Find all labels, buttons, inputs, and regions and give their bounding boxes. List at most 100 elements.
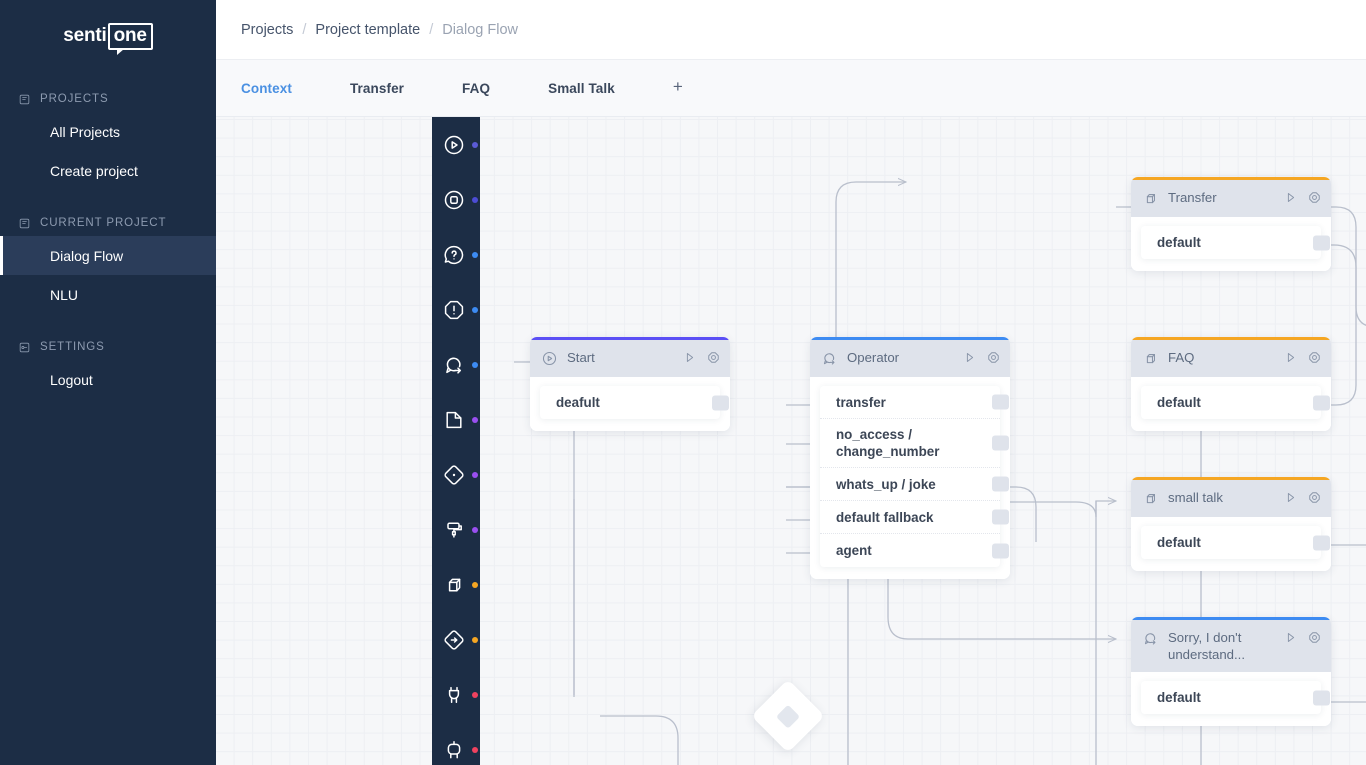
breadcrumb-item-projects[interactable]: Projects bbox=[241, 21, 294, 38]
sidebar-section-label: SETTINGS bbox=[40, 341, 105, 353]
node-body: default bbox=[1131, 517, 1331, 571]
play-triangle-icon[interactable] bbox=[1283, 350, 1298, 365]
palette-robot[interactable] bbox=[432, 722, 480, 765]
palette-status-dot bbox=[472, 196, 478, 203]
node-output-handle[interactable] bbox=[1313, 395, 1330, 410]
node-output-handle[interactable] bbox=[1313, 690, 1330, 705]
node-row[interactable]: no_access / change_number bbox=[820, 419, 1009, 468]
node-title: FAQ bbox=[1168, 350, 1195, 365]
node-row[interactable]: default bbox=[1141, 226, 1330, 259]
node-header[interactable]: Transfer bbox=[1131, 180, 1331, 217]
node-header[interactable]: FAQ bbox=[1131, 340, 1331, 377]
breadcrumb-item-project-template[interactable]: Project template bbox=[315, 21, 421, 38]
node-output-handle[interactable] bbox=[992, 394, 1009, 410]
palette-status-dot bbox=[472, 251, 478, 258]
node-row[interactable]: default bbox=[1141, 681, 1330, 714]
node-row[interactable]: default fallback bbox=[820, 501, 1009, 534]
node-output-handle[interactable] bbox=[992, 435, 1009, 451]
palette-diamond-arrow[interactable] bbox=[432, 612, 480, 667]
node-header[interactable]: Operator bbox=[810, 340, 1010, 377]
node-output-handle[interactable] bbox=[1313, 535, 1330, 550]
gear-octagon-icon[interactable] bbox=[1307, 350, 1322, 365]
node-row[interactable]: whats_up / joke bbox=[820, 468, 1009, 501]
node-rows: default bbox=[1141, 386, 1330, 419]
palette-paint-roller[interactable] bbox=[432, 502, 480, 557]
palette-bubble-arrow[interactable] bbox=[432, 337, 480, 392]
sidebar-item-create-project[interactable]: Create project bbox=[50, 162, 138, 179]
palette-status-dot bbox=[472, 636, 478, 643]
stack-cube-icon bbox=[442, 573, 466, 597]
gear-octagon-icon[interactable] bbox=[1307, 630, 1322, 645]
breadcrumb: Projects / Project template / Dialog Flo… bbox=[216, 0, 1366, 60]
node-row-label: default bbox=[1157, 395, 1201, 410]
flow-node-transfer[interactable]: Transfer default bbox=[1131, 177, 1331, 271]
gear-octagon-icon[interactable] bbox=[1307, 190, 1322, 205]
node-rows: deafult bbox=[540, 386, 729, 419]
tab-context[interactable]: Context bbox=[241, 80, 292, 96]
node-row[interactable]: deafult bbox=[540, 386, 729, 419]
flow-node-start[interactable]: Start deafult bbox=[530, 337, 730, 431]
sidebar-item-nlu[interactable]: NLU bbox=[50, 286, 79, 303]
sidebar-item-logout[interactable]: Logout bbox=[50, 371, 93, 388]
gear-octagon-icon[interactable] bbox=[1307, 490, 1322, 505]
palette-question-bubble[interactable] bbox=[432, 227, 480, 282]
node-output-handle[interactable] bbox=[992, 476, 1009, 492]
logo-text-senti: senti bbox=[63, 25, 107, 46]
node-row[interactable]: default bbox=[1141, 526, 1330, 559]
node-row-label: default fallback bbox=[836, 509, 934, 525]
node-rows: default bbox=[1141, 226, 1330, 259]
palette-status-dot bbox=[472, 691, 478, 698]
palette-document[interactable] bbox=[432, 392, 480, 447]
tab-faq[interactable]: FAQ bbox=[462, 80, 491, 96]
palette-plug[interactable] bbox=[432, 667, 480, 722]
play-triangle-icon[interactable] bbox=[962, 350, 977, 365]
palette-diamond-dot[interactable] bbox=[432, 447, 480, 502]
palette-stop-circle[interactable] bbox=[432, 172, 480, 227]
node-header[interactable]: Start bbox=[530, 340, 730, 377]
flow-node-sorry[interactable]: Sorry, I don't understand... default bbox=[1131, 617, 1331, 726]
node-output-handle[interactable] bbox=[992, 509, 1009, 525]
node-output-handle[interactable] bbox=[712, 395, 729, 410]
node-header[interactable]: Sorry, I don't understand... bbox=[1131, 620, 1331, 672]
node-row[interactable]: agent bbox=[820, 534, 1009, 567]
node-row-label: whats_up / joke bbox=[836, 476, 936, 492]
play-triangle-icon[interactable] bbox=[1283, 630, 1298, 645]
sidebar-item-all-projects[interactable]: All Projects bbox=[50, 123, 121, 140]
node-accent-bar bbox=[1131, 617, 1331, 620]
node-output-handle[interactable] bbox=[992, 543, 1009, 558]
palette-play-circle[interactable] bbox=[432, 117, 480, 172]
palette-status-dot bbox=[472, 306, 478, 313]
tab-small-talk[interactable]: Small Talk bbox=[548, 80, 615, 96]
palette-alert-octagon[interactable] bbox=[432, 282, 480, 337]
node-body: deafult bbox=[530, 377, 730, 431]
play-triangle-icon[interactable] bbox=[1283, 490, 1298, 505]
palette-stack-cube[interactable] bbox=[432, 557, 480, 612]
stack-cube-icon bbox=[1142, 350, 1159, 367]
stack-cube-icon bbox=[1142, 490, 1159, 507]
play-triangle-icon[interactable] bbox=[1283, 190, 1298, 205]
node-row[interactable]: transfer bbox=[820, 386, 1009, 419]
node-output-handle[interactable] bbox=[1313, 235, 1330, 250]
node-accent-bar bbox=[1131, 337, 1331, 340]
gear-octagon-icon[interactable] bbox=[706, 350, 721, 365]
node-actions bbox=[1283, 350, 1322, 365]
paint-roller-icon bbox=[442, 518, 466, 542]
stack-cube-icon bbox=[1142, 190, 1159, 207]
alert-octagon-icon bbox=[442, 298, 466, 322]
node-header[interactable]: small talk bbox=[1131, 480, 1331, 517]
main-area: Projects / Project template / Dialog Flo… bbox=[216, 0, 1366, 765]
play-circle-icon bbox=[541, 350, 558, 367]
flow-node-faq[interactable]: FAQ default bbox=[1131, 337, 1331, 431]
sidebar-section-current-project: CURRENT PROJECT bbox=[0, 210, 216, 236]
tab-transfer[interactable]: Transfer bbox=[349, 80, 405, 96]
add-tab-button[interactable]: + bbox=[672, 77, 683, 96]
flow-node-smalltalk[interactable]: small talk default bbox=[1131, 477, 1331, 571]
sidebar-item-dialog-flow[interactable]: Dialog Flow bbox=[0, 236, 216, 275]
sidebar-section-projects: PROJECTS bbox=[0, 86, 216, 112]
node-row[interactable]: default bbox=[1141, 386, 1330, 419]
play-triangle-icon[interactable] bbox=[682, 350, 697, 365]
gear-octagon-icon[interactable] bbox=[986, 350, 1001, 365]
